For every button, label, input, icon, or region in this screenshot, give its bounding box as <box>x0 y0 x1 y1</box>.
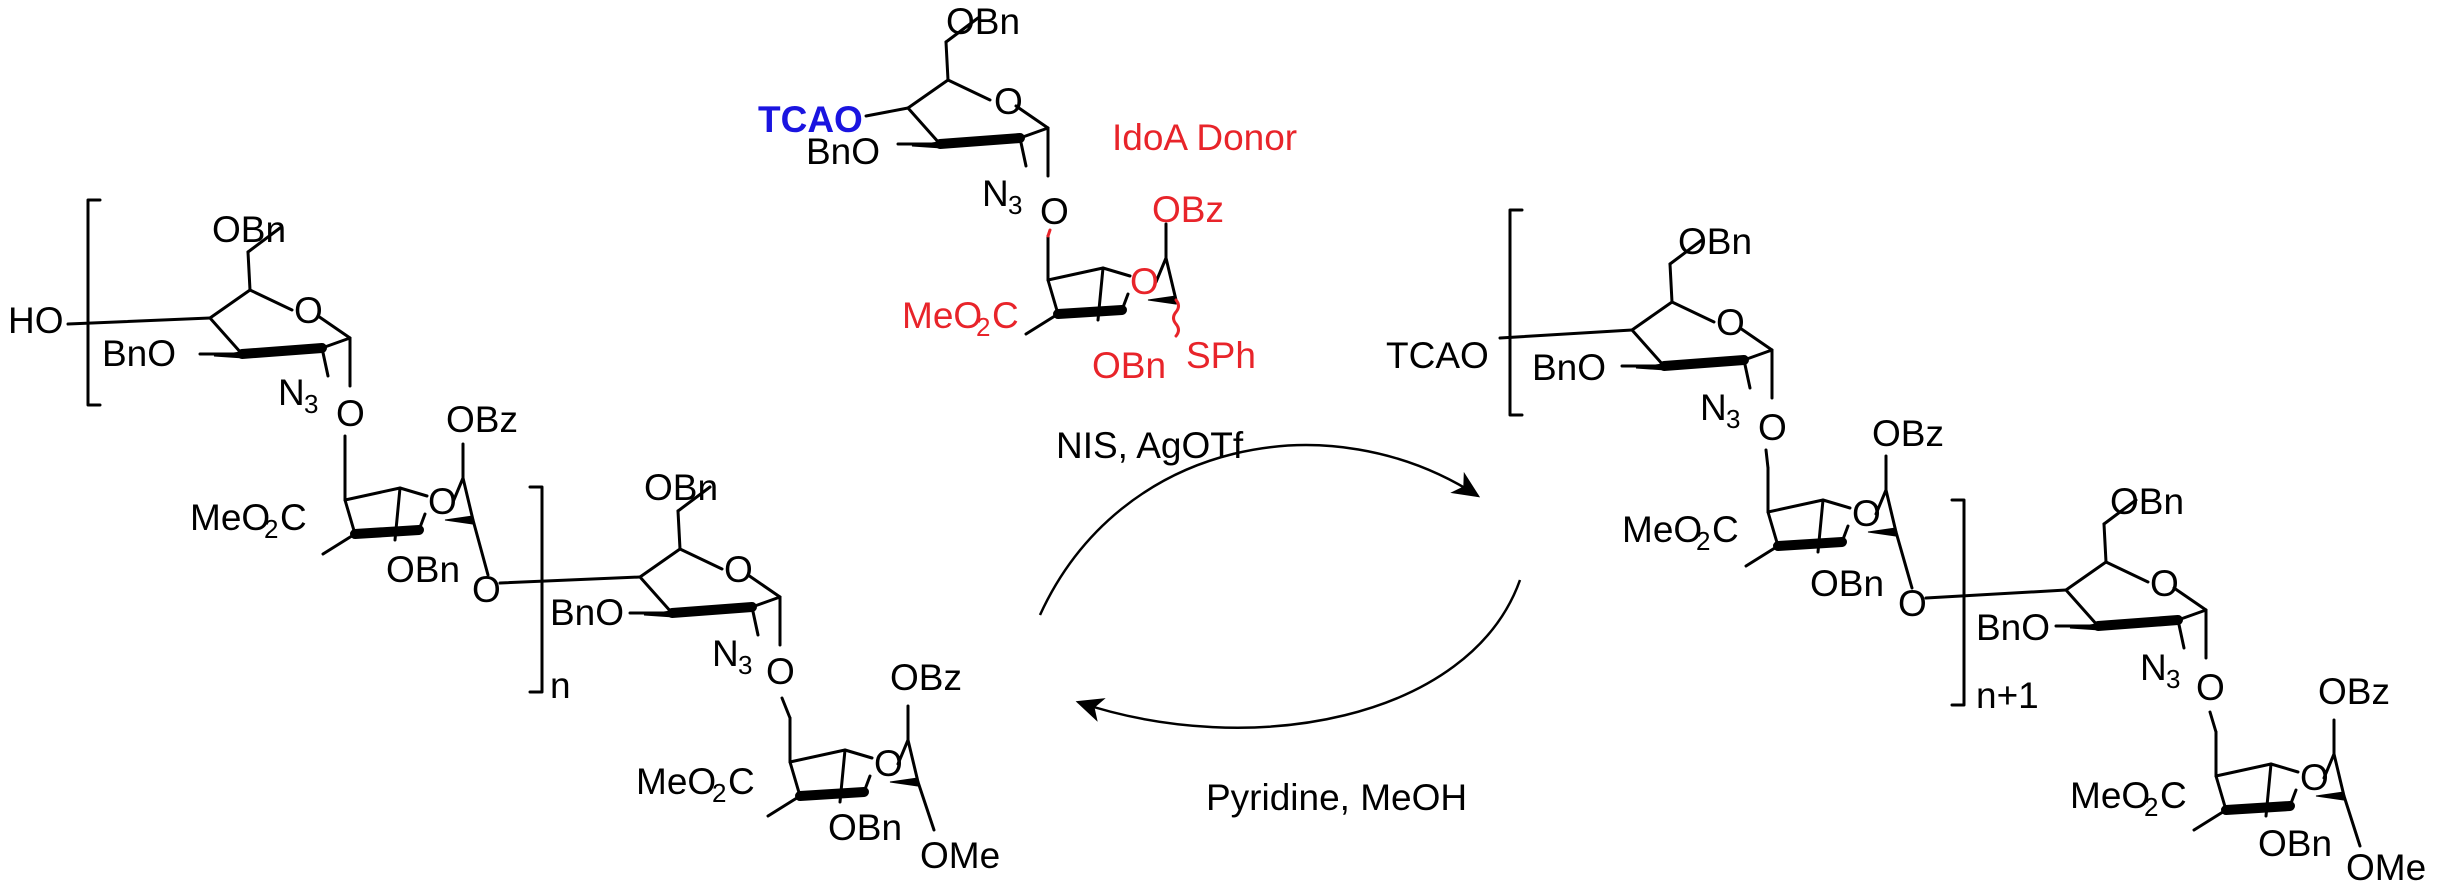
atom-label-bno: BnO <box>1976 607 2050 648</box>
atom-label-meo: MeO <box>902 295 982 336</box>
atom-label-obn: OBn <box>1678 221 1752 262</box>
repeat-bracket-close <box>528 485 544 694</box>
atom-label-bno: BnO <box>102 333 176 374</box>
reverse-reagents: Pyridine, MeOH <box>1206 777 1467 818</box>
atom-label-o: O <box>472 569 501 610</box>
atom-label-o: O <box>1040 191 1069 232</box>
atom-label-c: C <box>1712 509 1739 550</box>
atom-label-obn: OBn <box>1092 345 1166 386</box>
atom-label-c: C <box>728 761 755 802</box>
atom-label-o: O <box>294 290 323 331</box>
atom-label-obn: OBn <box>2110 481 2184 522</box>
atom-label-o: O <box>1716 302 1745 343</box>
atom-label-o: O <box>336 393 365 434</box>
atom-label-obn: OBn <box>946 1 1020 42</box>
atom-label-sub3: 3 <box>738 650 752 680</box>
atom-label-n: N <box>278 372 305 413</box>
atom-label-sub2: 2 <box>712 778 726 808</box>
repeat-bracket-close-right <box>1950 498 1966 707</box>
atom-label-obn: OBn <box>2258 823 2332 864</box>
atom-label-tcao: TCAO <box>1386 335 1489 376</box>
atom-label-o: O <box>2196 667 2225 708</box>
atom-label-obz: OBz <box>446 399 518 440</box>
atom-label-o: O <box>428 481 457 522</box>
atom-label-c: C <box>992 295 1019 336</box>
atom-label-bno: BnO <box>806 131 880 172</box>
repeat-bracket-open <box>86 198 102 407</box>
atom-label-o: O <box>1852 493 1881 534</box>
elongated-product: n+1 OBn O BnO N 3 O TCAO OBz O MeO 2 C O… <box>1386 208 2426 887</box>
atom-label-o: O <box>874 743 903 784</box>
atom-label-c: C <box>280 497 307 538</box>
atom-label-n: N <box>712 633 739 674</box>
tcao-protecting-group: TCAO <box>758 99 863 140</box>
atom-label-obn: OBn <box>386 549 460 590</box>
reaction-arrows: NIS, AgOTf Pyridine, MeOH <box>1038 425 1522 818</box>
atom-label-sub3: 3 <box>304 389 318 419</box>
atom-label-n: N <box>2140 647 2167 688</box>
repeat-count-n-plus-1: n+1 <box>1976 675 2039 716</box>
atom-label-sub3: 3 <box>1008 190 1022 220</box>
atom-label-sub3: 3 <box>2166 664 2180 694</box>
atom-label-obz: OBz <box>1872 413 1944 454</box>
wavy-bond <box>1172 298 1180 338</box>
atom-label-sph: SPh <box>1186 335 1256 376</box>
atom-label-sub2: 2 <box>2144 792 2158 822</box>
donor-title: IdoA Donor <box>1112 117 1297 158</box>
atom-label-o: O <box>724 549 753 590</box>
atom-label-obn: OBn <box>212 209 286 250</box>
atom-label-n: N <box>1700 387 1727 428</box>
atom-label-bno: BnO <box>550 592 624 633</box>
atom-label-o: O <box>766 651 795 692</box>
atom-label-sub2: 2 <box>976 312 990 342</box>
reverse-arrow <box>1075 579 1522 729</box>
atom-label-o: O <box>994 81 1023 122</box>
atom-label-meo: MeO <box>190 497 270 538</box>
atom-label-ome: OMe <box>2346 847 2426 887</box>
atom-label-n: N <box>982 173 1009 214</box>
atom-label-meo: MeO <box>2070 775 2150 816</box>
atom-label-obz: OBz <box>890 657 962 698</box>
atom-label-obn: OBn <box>644 467 718 508</box>
atom-label-sub2: 2 <box>264 514 278 544</box>
atom-label-meo: MeO <box>636 761 716 802</box>
atom-label-ome: OMe <box>920 835 1000 876</box>
atom-label-o: O <box>2300 757 2329 798</box>
atom-label-c: C <box>2160 775 2187 816</box>
repeat-count-n: n <box>550 665 571 706</box>
atom-label-o: O <box>2150 563 2179 604</box>
atom-label-obz: OBz <box>1152 189 1224 230</box>
forward-arrow <box>1038 443 1481 616</box>
repeat-bracket-open-right <box>1508 208 1524 417</box>
atom-label-o: O <box>1130 261 1159 302</box>
atom-label-o: O <box>1898 583 1927 624</box>
atom-label-sub3: 3 <box>1726 404 1740 434</box>
atom-label-meo: MeO <box>1622 509 1702 550</box>
atom-label-obn: OBn <box>828 807 902 848</box>
atom-label-ho: HO <box>8 300 64 341</box>
acceptor-oligomer: n OBn O BnO N 3 O HO OBz O MeO 2 C OBn O… <box>8 198 1000 876</box>
atom-label-o: O <box>1758 407 1787 448</box>
idoa-donor: OBn O BnO N 3 O TCAO OBz O MeO 2 C OBn S… <box>758 1 1297 386</box>
atom-label-obz: OBz <box>2318 671 2390 712</box>
atom-label-bno: BnO <box>1532 347 1606 388</box>
atom-label-obn: OBn <box>1810 563 1884 604</box>
atom-label-sub2: 2 <box>1696 526 1710 556</box>
